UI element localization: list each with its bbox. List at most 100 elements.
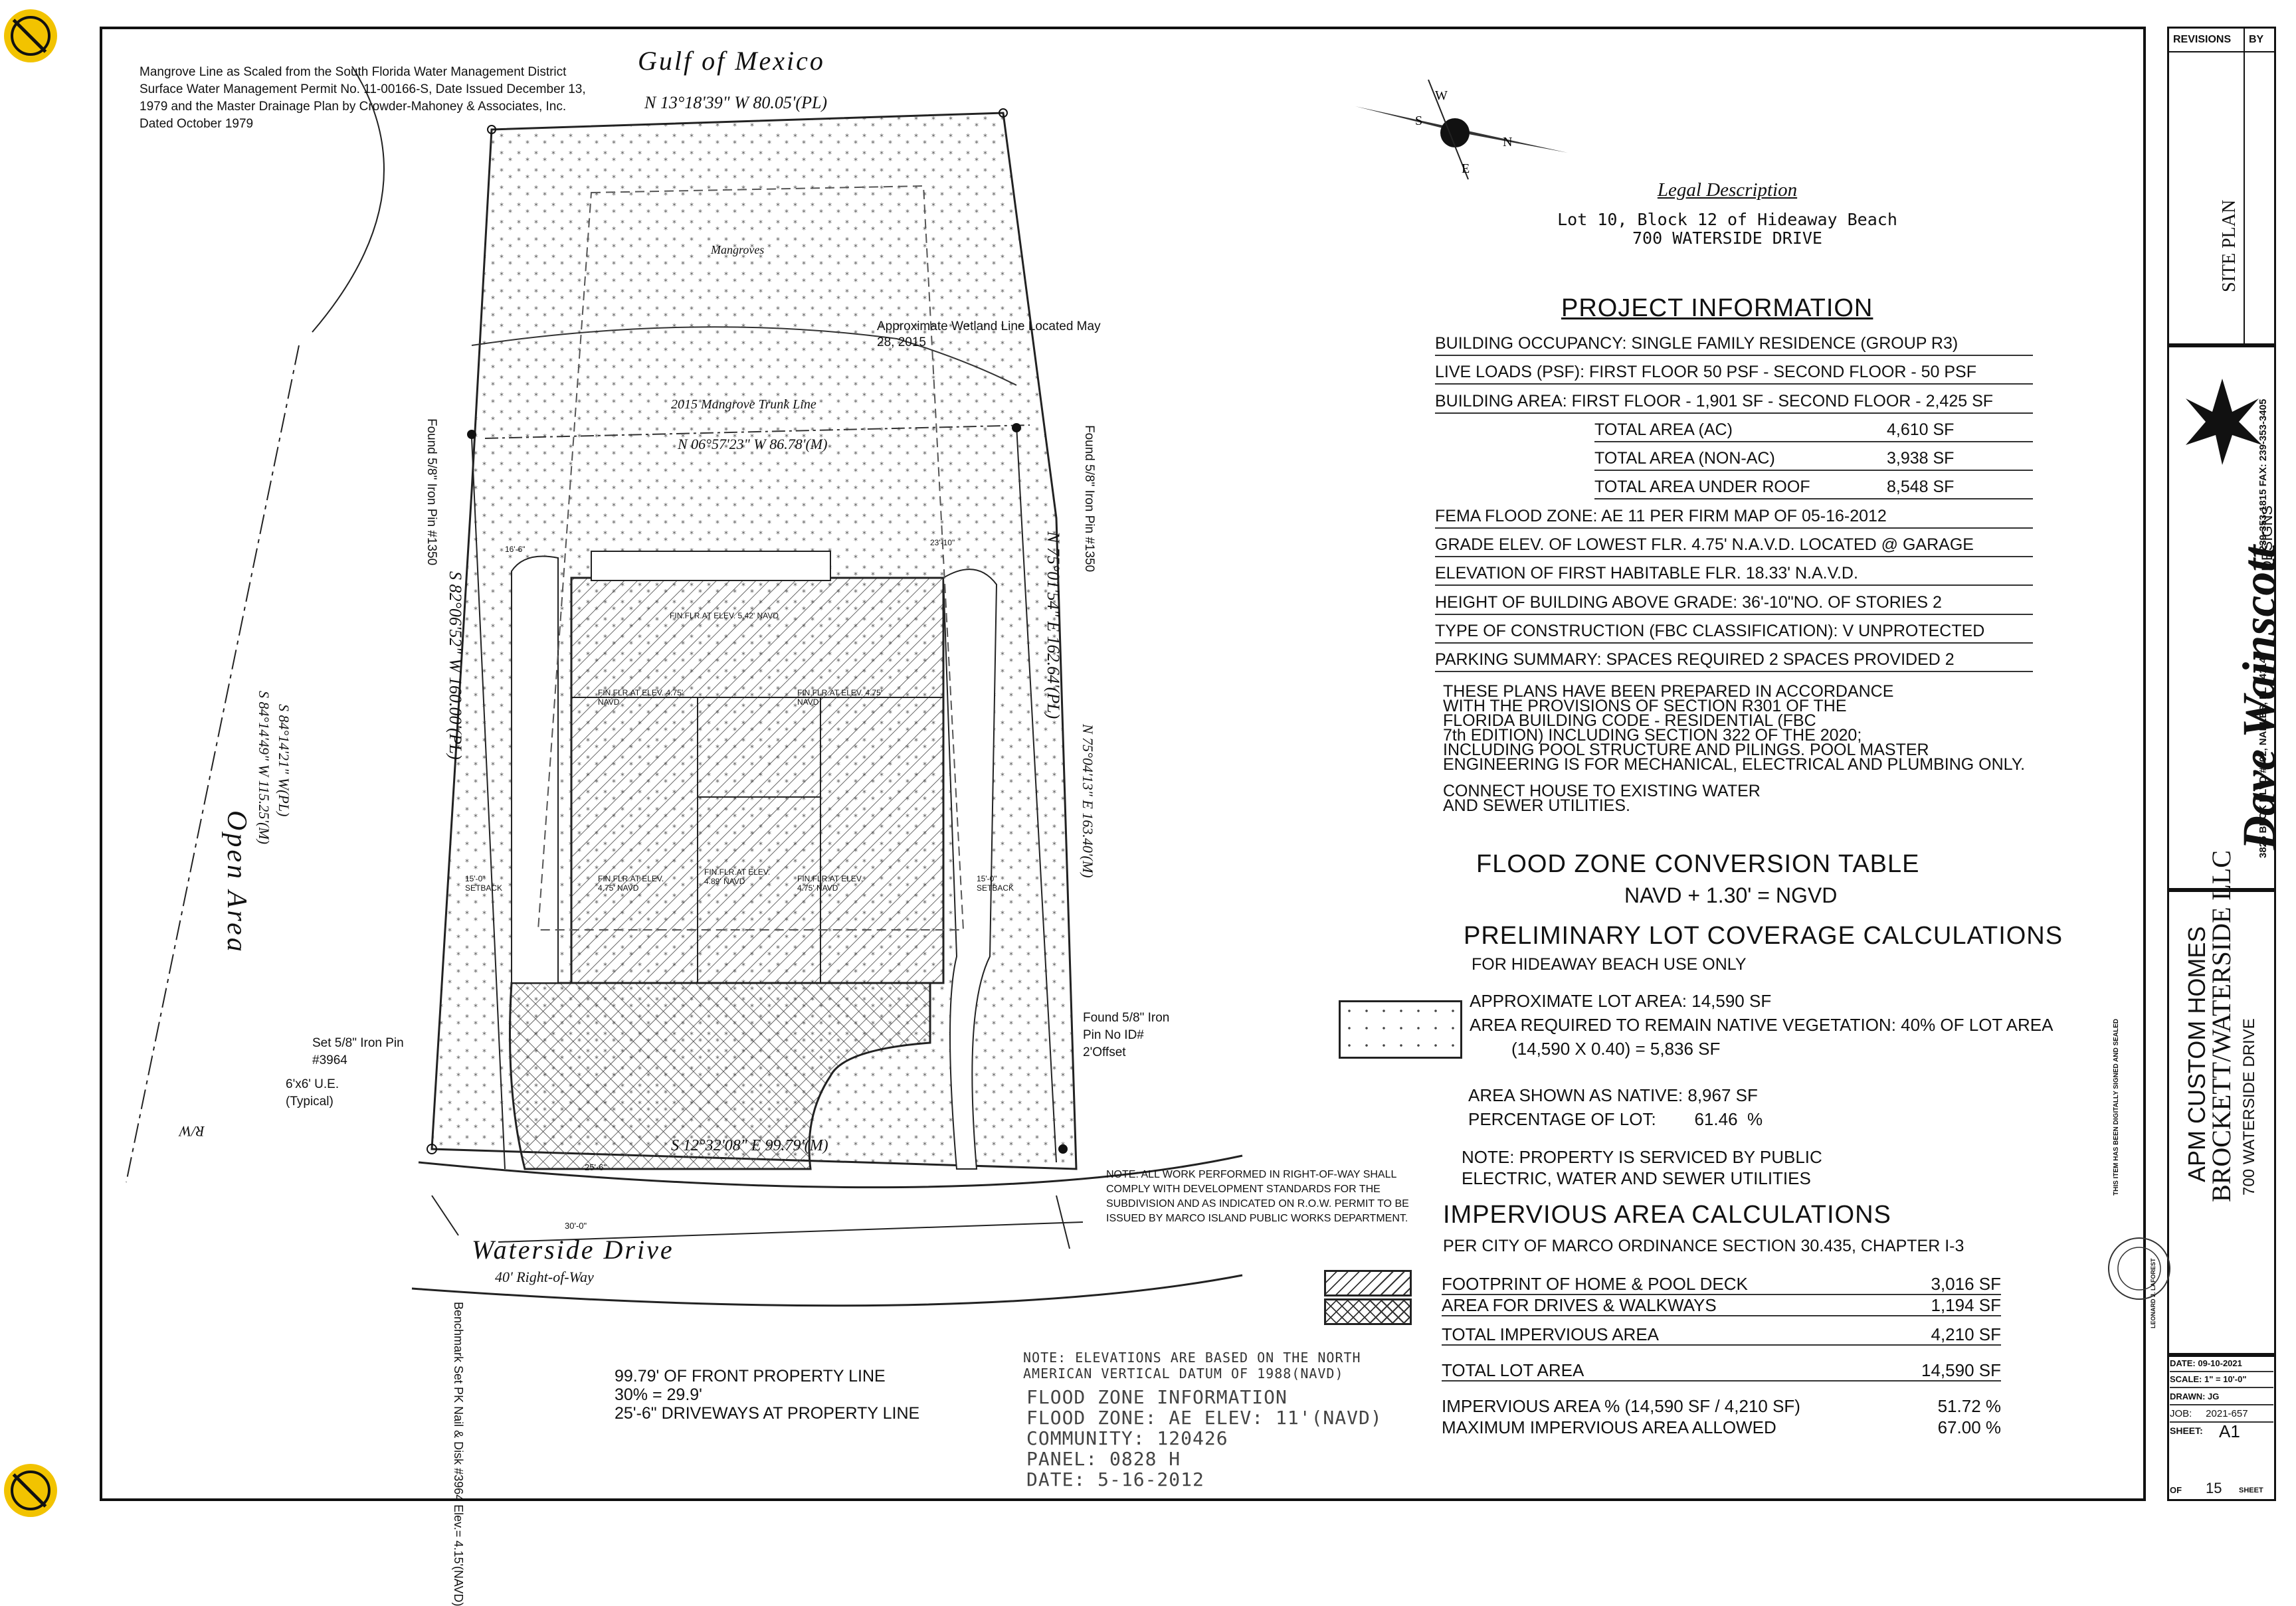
west-bearing-2-label: S 84°14'21" W(PL) xyxy=(276,704,292,817)
total-roof-label: TOTAL AREA UNDER ROOF xyxy=(1594,478,1810,496)
utility-note: NOTE: PROPERTY IS SERVICED BY PUBLIC ELE… xyxy=(1462,1146,1822,1189)
footprint-legend-swatch xyxy=(1324,1270,1412,1296)
max-impervious-label: MAXIMUM IMPERVIOUS AREA ALLOWED xyxy=(1442,1417,1776,1437)
total-impervious-label: TOTAL IMPERVIOUS AREA xyxy=(1442,1324,1660,1344)
total-lot-label: TOTAL LOT AREA xyxy=(1442,1360,1584,1380)
firm-logo-icon xyxy=(2186,379,2262,465)
street-name-label: Waterside Drive xyxy=(472,1235,674,1265)
fin-floor-top-label: FIN.FLR.AT ELEV. 5.42' NAVD xyxy=(670,611,779,620)
impervious-percent-value: 51.72 % xyxy=(1937,1396,2001,1416)
compass-w: W xyxy=(1435,88,1448,103)
code-note-2: WITH THE PROVISIONS OF SECTION R301 OF T… xyxy=(1443,697,1847,715)
approx-lot-area: APPROXIMATE LOT AREA: 14,590 SF xyxy=(1470,991,1772,1011)
flood-info-1: FLOOD ZONE INFORMATION xyxy=(1026,1386,1288,1408)
front-line-note-1: 99.79' OF FRONT PROPERTY LINE xyxy=(615,1367,886,1385)
row-note: NOTE: ALL WORK PERFORMED IN RIGHT-OF-WAY… xyxy=(1106,1169,1409,1224)
east-bearing-2-label: N 75°04'13" E 163.40'(M) xyxy=(1080,724,1096,878)
fin-floor-br-label: FIN.FLR.AT ELEV. 4.75' NAVD xyxy=(797,874,864,893)
firm-phone: 239-353-1815 FAX: 239-353-3405 xyxy=(2257,399,2269,551)
impervious-row-percent: IMPERVIOUS AREA % (14,590 SF / 4,210 SF)… xyxy=(1442,1396,2001,1416)
fin-floor-center-label: FIN.FLR.AT ELEV. 4.89' NAVD xyxy=(704,867,771,886)
impervious-row-drives: AREA FOR DRIVES & WALKWAYS 1,194 SF xyxy=(1442,1295,2001,1316)
sheet-word: SHEET xyxy=(2239,1486,2263,1494)
impervious-percent-label: IMPERVIOUS AREA % (14,590 SF / 4,210 SF) xyxy=(1442,1396,1800,1416)
flood-info-4: PANEL: 0828 H xyxy=(1026,1448,1181,1470)
client-name-2: BROCKETT/WATERSIDE LLC xyxy=(2206,850,2236,1202)
max-impervious-value: 67.00 % xyxy=(1937,1417,2001,1437)
sheet-border xyxy=(100,27,2146,1501)
found-pin-west-label: Found 5/8" Iron Pin #1350 xyxy=(425,418,438,566)
construction-line: TYPE OF CONSTRUCTION (FBC CLASSIFICATION… xyxy=(1435,620,2033,644)
sheet-title: SITE PLAN xyxy=(2219,199,2240,292)
driveway-crosshatch xyxy=(509,982,931,1170)
first-habitable-line: ELEVATION OF FIRST HABITABLE FLR. 18.33'… xyxy=(1435,562,2033,586)
west-bearing-label: S 82°06'52" W 160.00'(PL) xyxy=(446,571,465,760)
dim-25-label: 25'-6" xyxy=(585,1162,607,1172)
sheet-date: DATE: 09-10-2021 xyxy=(2170,1356,2273,1372)
drives-label: AREA FOR DRIVES & WALKWAYS xyxy=(1442,1295,1717,1315)
sheet-number: A1 xyxy=(2219,1421,2240,1441)
front-line-note: 99.79' OF FRONT PROPERTY LINE 30% = 29.9… xyxy=(615,1367,919,1423)
set-pin-label: Set 5/8" Iron Pin #3964 xyxy=(312,1036,404,1067)
engineer-seal-stamp xyxy=(2108,1237,2170,1300)
elevation-note-1: NOTE: ELEVATIONS ARE BASED ON THE NORTH xyxy=(1023,1350,1361,1366)
client-box xyxy=(2167,890,2276,1355)
code-note-3: FLORIDA BUILDING CODE - RESIDENTIAL (FBC xyxy=(1443,711,1816,730)
rw-label: R/W xyxy=(179,1123,205,1140)
legal-title: Legal Description xyxy=(1657,179,1798,201)
elevation-note: NOTE: ELEVATIONS ARE BASED ON THE NORTH … xyxy=(1023,1350,1361,1382)
fin-floor-left-label: FIN.FLR.AT ELEV. 4.75' NAVD xyxy=(598,688,684,707)
occupancy-line: BUILDING OCCUPANCY: SINGLE FAMILY RESIDE… xyxy=(1435,332,2033,356)
dim-23-label: 23'-10" xyxy=(930,538,955,547)
sheet-info-box xyxy=(2167,1355,2276,1501)
compass-e: E xyxy=(1462,161,1470,176)
native-required: AREA REQUIRED TO REMAIN NATIVE VEGETATIO… xyxy=(1470,1015,2054,1035)
code-note-5: INCLUDING POOL STRUCTURE AND PILINGS. PO… xyxy=(1443,741,1929,759)
right-of-way-label: 40' Right-of-Way xyxy=(495,1269,594,1285)
revisions-label: REVISIONS xyxy=(2173,34,2232,45)
fema-line: FEMA FLOOD ZONE: AE 11 PER FIRM MAP OF 0… xyxy=(1435,505,2033,529)
flood-info-3: COMMUNITY: 120426 xyxy=(1026,1427,1228,1449)
no-entry-icon-bottom xyxy=(4,1464,57,1517)
live-loads-line: LIVE LOADS (PSF): FIRST FLOOR 50 PSF - S… xyxy=(1435,361,2033,385)
revisions-by-label: BY xyxy=(2249,34,2264,45)
flood-table-title: FLOOD ZONE CONVERSION TABLE xyxy=(1476,850,1920,878)
flood-info-2: FLOOD ZONE: AE ELEV: 11'(NAVD) xyxy=(1026,1407,1383,1429)
dim-16-label: 16'-6" xyxy=(505,545,526,554)
code-note: THESE PLANS HAVE BEEN PREPARED IN ACCORD… xyxy=(1443,683,2025,773)
wetland-note: Approximate Wetland Line Located May 28,… xyxy=(877,319,1101,349)
gulf-label: Gulf of Mexico xyxy=(638,46,825,76)
impervious-title: IMPERVIOUS AREA CALCULATIONS xyxy=(1443,1201,1891,1229)
front-line-note-2: 30% = 29.9' xyxy=(615,1385,702,1404)
total-impervious-value: 4,210 SF xyxy=(1931,1324,2001,1344)
compass-n: N xyxy=(1503,135,1512,149)
sheet-label: SHEET: xyxy=(2170,1425,2203,1436)
native-vegetation-legend-swatch xyxy=(1339,1000,1462,1059)
total-nonac-line: TOTAL AREA (NON-AC) 3,938 SF xyxy=(1594,447,2033,471)
sheet-scale: SCALE: 1" = 10'-0" xyxy=(2170,1372,2273,1388)
sheet-of-number: 15 xyxy=(2206,1480,2222,1496)
compass-s: S xyxy=(1415,114,1422,128)
code-note-4: 7th EDITION) INCLUDING SECTION 322 OF TH… xyxy=(1443,726,1862,745)
sheet-drawn: DRAWN: JG xyxy=(2170,1389,2273,1405)
connect-note-2: AND SEWER UTILITIES. xyxy=(1443,796,1630,815)
fin-floor-right-label: FIN.FLR.AT ELEV. 4.75' NAVD xyxy=(797,688,883,707)
revisions-box: REVISIONS BY xyxy=(2167,27,2276,345)
setback-right-label: 15'-0" SETBACK xyxy=(977,874,1014,893)
total-nonac-label: TOTAL AREA (NON-AC) xyxy=(1594,449,1775,468)
firm-address: 3825 BECK BLVD #702, NAPLES, FL 34114 xyxy=(2257,657,2269,858)
total-nonac-value: 3,938 SF xyxy=(1887,449,1955,468)
open-area-label: Open Area xyxy=(221,810,252,954)
parking-line: PARKING SUMMARY: SPACES REQUIRED 2 SPACE… xyxy=(1435,648,2033,672)
legal-line1: Lot 10, Block 12 of Hideaway Beach xyxy=(1557,210,1897,229)
grade-elev-line: GRADE ELEV. OF LOWEST FLR. 4.75' N.A.V.D… xyxy=(1435,533,2033,557)
found-pin-se-label: Found 5/8" Iron Pin No ID# 2'Offset xyxy=(1083,1011,1170,1059)
fin-floor-bl-label: FIN.FLR.AT ELEV. 4.75' NAVD xyxy=(598,874,664,893)
drives-value: 1,194 SF xyxy=(1931,1295,2001,1315)
west-bearing-3-label: S 84°14'49" W 115.25'(M) xyxy=(256,691,272,845)
connect-note-1: CONNECT HOUSE TO EXISTING WATER xyxy=(1443,782,1761,800)
height-line: HEIGHT OF BUILDING ABOVE GRADE: 36'-10"N… xyxy=(1435,591,2033,615)
